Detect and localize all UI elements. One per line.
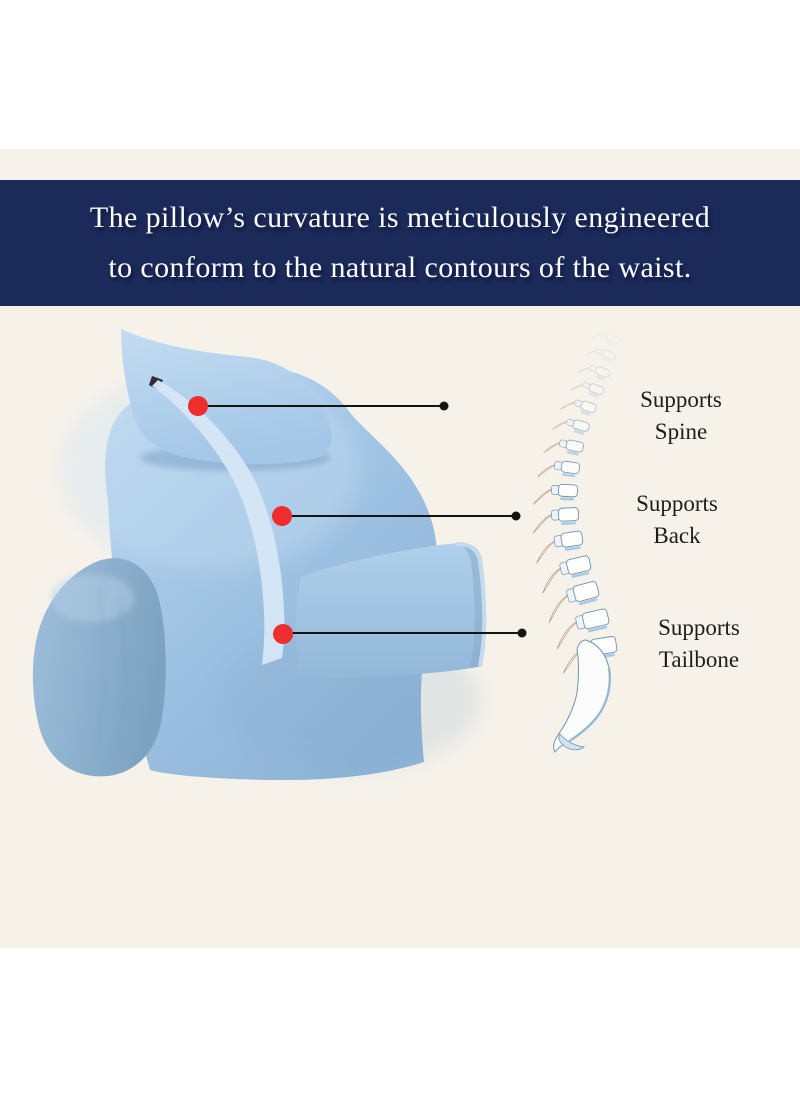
- callout-back-end-dot: [511, 511, 521, 521]
- armrest-left-highlight: [50, 574, 134, 622]
- headline-line-1: The pillow’s curvature is meticulously e…: [89, 201, 711, 234]
- curvature-strip: [152, 380, 285, 665]
- headline-line-2: to conform to the natural contours of th…: [108, 251, 692, 284]
- label-supports-tailbone: Supports Tailbone: [609, 612, 789, 676]
- label-supports-back-line2: Back: [653, 523, 701, 548]
- armrest-right-piping: [455, 541, 487, 667]
- callout-tailbone-dot: [273, 624, 293, 644]
- spine-vertebra: [542, 555, 592, 594]
- callout-tailbone: [273, 624, 527, 644]
- label-supports-spine-line2: Spine: [654, 419, 708, 444]
- spine-vertebra: [559, 399, 597, 416]
- label-supports-back: Supports Back: [587, 488, 767, 552]
- callout-back: [272, 506, 521, 526]
- spine-vertebra: [548, 581, 600, 624]
- spine-vertebra: [589, 332, 620, 347]
- armrest-right-side-face: [459, 542, 487, 668]
- spine-vertebra: [537, 460, 581, 478]
- spine-sacrum-shade: [570, 667, 612, 742]
- callout-spine-dot: [188, 396, 208, 416]
- spine-vertebra: [532, 507, 580, 534]
- spine-illustration: [532, 332, 620, 753]
- spine-vertebra: [576, 365, 611, 381]
- label-supports-spine: Supports Spine: [591, 384, 771, 448]
- callout-spine-end-dot: [439, 401, 449, 411]
- label-supports-tailbone-line1: Supports: [658, 615, 740, 640]
- callout-spine: [188, 396, 449, 416]
- spine-vertebra: [543, 439, 584, 456]
- spine-vertebra: [569, 382, 605, 398]
- spine-vertebra: [556, 608, 610, 650]
- armrest-left-crease-1: [117, 599, 127, 753]
- spine-coccyx: [558, 733, 586, 751]
- headline-banner: The pillow’s curvature is meticulously e…: [0, 180, 800, 306]
- armrest-left-crease-2: [95, 587, 106, 757]
- label-supports-tailbone-line2: Tailbone: [658, 647, 740, 672]
- label-supports-spine-line1: Supports: [640, 387, 722, 412]
- spine-vertebra: [533, 483, 579, 505]
- spine-vertebra: [585, 348, 617, 364]
- spine-vertebra: [552, 418, 590, 435]
- armrest-right: [295, 542, 487, 677]
- spine-sacrum: [553, 639, 611, 753]
- callout-back-dot: [272, 506, 292, 526]
- callout-tailbone-end-dot: [517, 628, 527, 638]
- pillow-headrest: [121, 329, 332, 465]
- label-supports-back-line1: Supports: [636, 491, 718, 516]
- spine-vertebra: [536, 530, 584, 564]
